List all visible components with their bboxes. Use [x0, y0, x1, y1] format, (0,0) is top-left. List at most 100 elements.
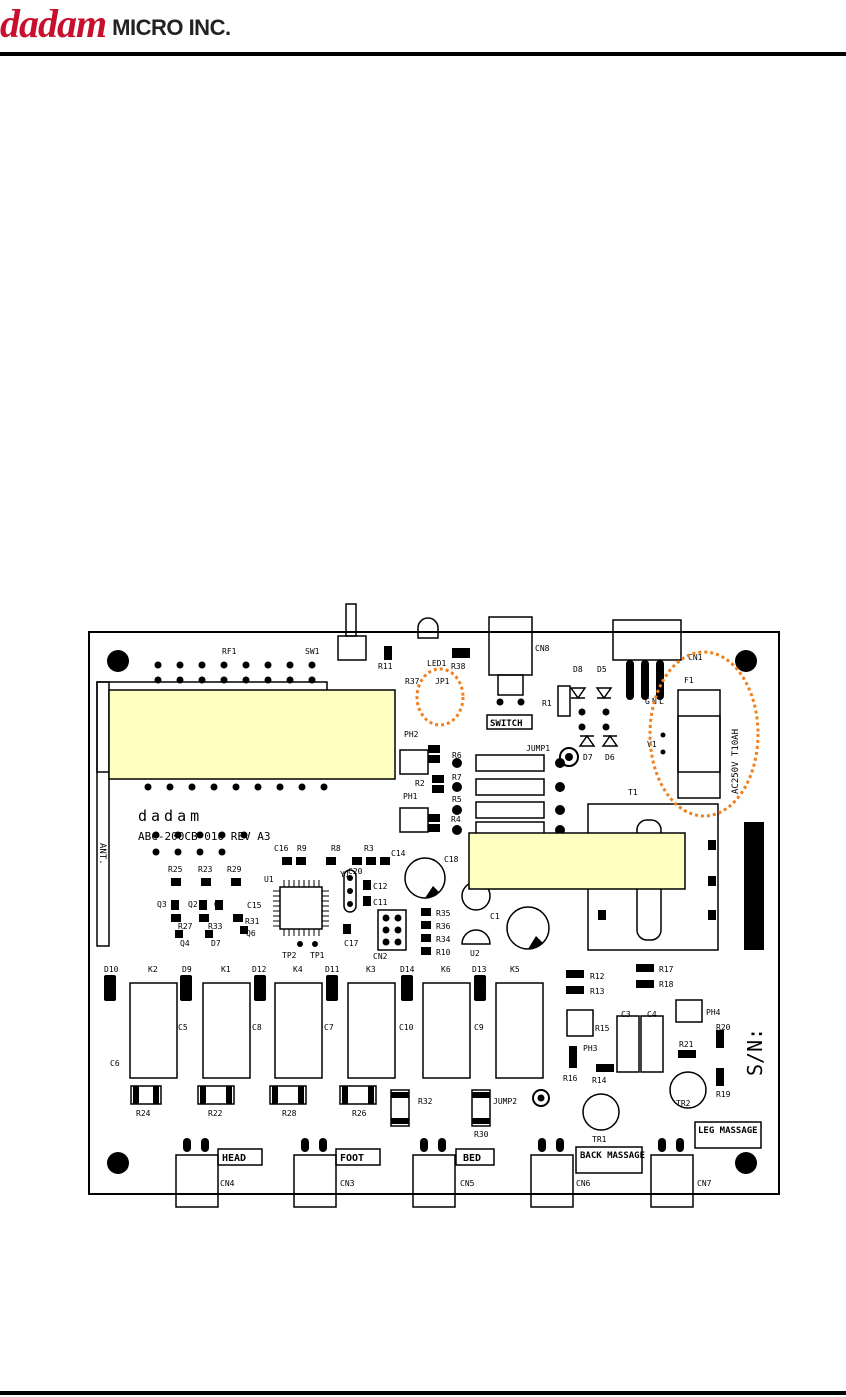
footer-rule — [0, 1391, 846, 1395]
silk-label: Q2 — [188, 900, 198, 909]
silk-label: TP2 — [282, 951, 297, 960]
silk-label: Q3 — [157, 900, 167, 909]
highlight-ring-fuse — [648, 650, 760, 818]
silk-label: R23 — [198, 865, 213, 874]
silk-label: D7 — [211, 939, 221, 948]
company-logo: dadam MICRO INC. — [0, 0, 231, 44]
mount-hole-icon — [735, 1152, 757, 1174]
silk-label: C1 — [490, 912, 500, 921]
silk-brand: dadam — [138, 807, 203, 825]
silk-label: U2 — [470, 949, 480, 958]
silk-label: K1 — [221, 965, 231, 974]
silk-label: Q4 — [180, 939, 190, 948]
silk-label: PH2 — [404, 730, 419, 739]
silk-label: C9 — [474, 1023, 484, 1032]
silk-label: LED1 — [427, 659, 446, 668]
silk-label: C15 — [247, 901, 262, 910]
silk-part: ABC-200CB-010 REV A3 — [138, 830, 270, 843]
silk-label: D7 — [583, 753, 593, 762]
silk-label: Y1 — [340, 870, 350, 879]
silk-label: R30 — [474, 1130, 489, 1139]
label-foot: FOOT — [340, 1153, 364, 1164]
silk-label: R26 — [352, 1109, 367, 1118]
silk-label: C6 — [110, 1059, 120, 1068]
silk-label: CN5 — [460, 1179, 475, 1188]
silk-label: JUMP2 — [493, 1097, 517, 1106]
silk-label: C3 — [621, 1010, 631, 1019]
silk-label: R1 — [542, 699, 552, 708]
silk-label: R24 — [136, 1109, 151, 1118]
silk-label: T1 — [628, 788, 638, 797]
silk-label: R37 — [405, 677, 420, 686]
silk-label: Q5 — [214, 900, 224, 909]
silk-label: R5 — [452, 795, 462, 804]
silk-label: R38 — [451, 662, 466, 671]
silk-label: PH1 — [403, 792, 418, 801]
mount-hole-icon — [735, 650, 757, 672]
silk-label: R28 — [282, 1109, 297, 1118]
silk-label: D11 — [325, 965, 340, 974]
silk-label: R31 — [245, 917, 260, 926]
silk-label: CN8 — [535, 644, 550, 653]
silk-label: R34 — [436, 935, 451, 944]
silk-label: C10 — [399, 1023, 414, 1032]
silk-label: R6 — [452, 751, 462, 760]
silk-label: R22 — [208, 1109, 223, 1118]
pcb-layout-drawing: dadam ABC-200CB-010 REV A3 ANT. S/N: AC2… — [88, 603, 780, 1208]
silk-label: D10 — [104, 965, 119, 974]
silk-label: D14 — [400, 965, 415, 974]
silk-label: G — [645, 697, 650, 706]
bottom-connectors — [175, 1154, 694, 1208]
label-bed: BED — [463, 1153, 481, 1164]
silk-label: D9 — [182, 965, 192, 974]
silk-label: R16 — [563, 1074, 578, 1083]
callout-box — [468, 832, 686, 890]
silk-label: C12 — [373, 882, 388, 891]
silk-label: R29 — [227, 865, 242, 874]
silk-label: K5 — [510, 965, 520, 974]
silk-label: K2 — [148, 965, 158, 974]
silk-label: R33 — [208, 922, 223, 931]
silk-serial: S/N: — [743, 1028, 767, 1076]
silk-label: C14 — [391, 849, 406, 858]
highlight-ring-jp1 — [415, 667, 465, 727]
silk-label: JUMP1 — [526, 744, 550, 753]
silk-label: R19 — [716, 1090, 731, 1099]
silk-label: JP1 — [435, 677, 450, 686]
silk-label: R9 — [297, 844, 307, 853]
silk-fuse-rating: AC250V T10AH — [731, 729, 741, 794]
silk-label: SW1 — [305, 647, 320, 656]
silk-label: C7 — [324, 1023, 334, 1032]
callout-box — [108, 689, 396, 780]
silk-label: D8 — [573, 665, 583, 674]
silk-label: CN1 — [688, 653, 703, 662]
silk-label: R32 — [418, 1097, 433, 1106]
silk-label: L — [659, 697, 664, 706]
silk-label: C16 — [274, 844, 289, 853]
silk-label: R35 — [436, 909, 451, 918]
silk-label: R36 — [436, 922, 451, 931]
silk-label: R3 — [364, 844, 374, 853]
silk-label: R17 — [659, 965, 674, 974]
silk-label: CN7 — [697, 1179, 712, 1188]
silk-label: R27 — [178, 922, 193, 931]
silk-label: TP1 — [310, 951, 325, 960]
silk-label: D13 — [472, 965, 487, 974]
header-rule — [0, 52, 846, 56]
silk-label: CN6 — [576, 1179, 591, 1188]
silk-label: PH3 — [583, 1044, 598, 1053]
silk-label: CN4 — [220, 1179, 235, 1188]
silk-label: R8 — [331, 844, 341, 853]
silk-label: C17 — [344, 939, 359, 948]
company-name: MICRO INC. — [112, 15, 231, 40]
silk-label: U1 — [264, 875, 274, 884]
silk-label: R13 — [590, 987, 605, 996]
silk-label: R7 — [452, 773, 462, 782]
silk-label: F1 — [684, 676, 694, 685]
label-switch: SWITCH — [490, 719, 523, 729]
silk-label: C20 — [348, 867, 363, 876]
silk-label: TR1 — [592, 1135, 607, 1144]
silk-label: R21 — [679, 1040, 694, 1049]
mount-hole-icon — [107, 1152, 129, 1174]
